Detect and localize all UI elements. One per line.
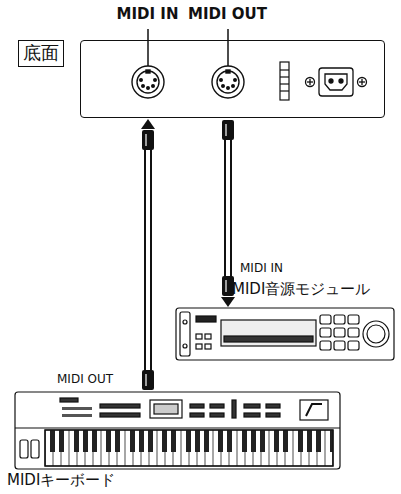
cable-plug	[142, 130, 154, 150]
midi-jack	[132, 66, 244, 98]
plug-highlight	[225, 124, 226, 136]
cable-outer	[224, 140, 232, 276]
node-text: 底面	[23, 43, 59, 64]
keyboard-box: MIDI OUTMIDIキーボード	[15, 392, 340, 469]
cable-inner	[146, 150, 150, 370]
midi-keyboard	[15, 392, 340, 469]
sound-module	[176, 308, 394, 360]
arrowhead	[221, 297, 235, 307]
node-text: MIDIキーボード	[7, 472, 115, 489]
leader-line	[148, 29, 228, 66]
midi-cable	[141, 119, 155, 390]
plug-highlight	[225, 280, 226, 292]
plug-highlight	[145, 134, 146, 146]
midi-cable	[221, 120, 235, 307]
plug-highlight	[145, 374, 146, 386]
cable-plug	[142, 370, 154, 390]
node-text: MIDI OUT	[188, 6, 267, 23]
rear-panel: MIDI INMIDI OUT	[80, 40, 385, 118]
arrowhead	[141, 119, 155, 129]
node-text: MIDI音源モジュール	[232, 281, 370, 298]
selector-switch	[280, 62, 289, 100]
sound-module-box: MIDI INMIDI音源モジュール	[176, 308, 394, 360]
node-text: MIDI OUT	[57, 373, 113, 387]
cable-plug	[222, 120, 234, 140]
cable-inner	[226, 140, 230, 276]
node-text: MIDI IN	[117, 6, 179, 23]
power-inlet	[306, 68, 367, 96]
cable-outer	[144, 150, 152, 370]
view-label: 底面	[18, 40, 64, 67]
node-text: MIDI IN	[240, 262, 283, 276]
